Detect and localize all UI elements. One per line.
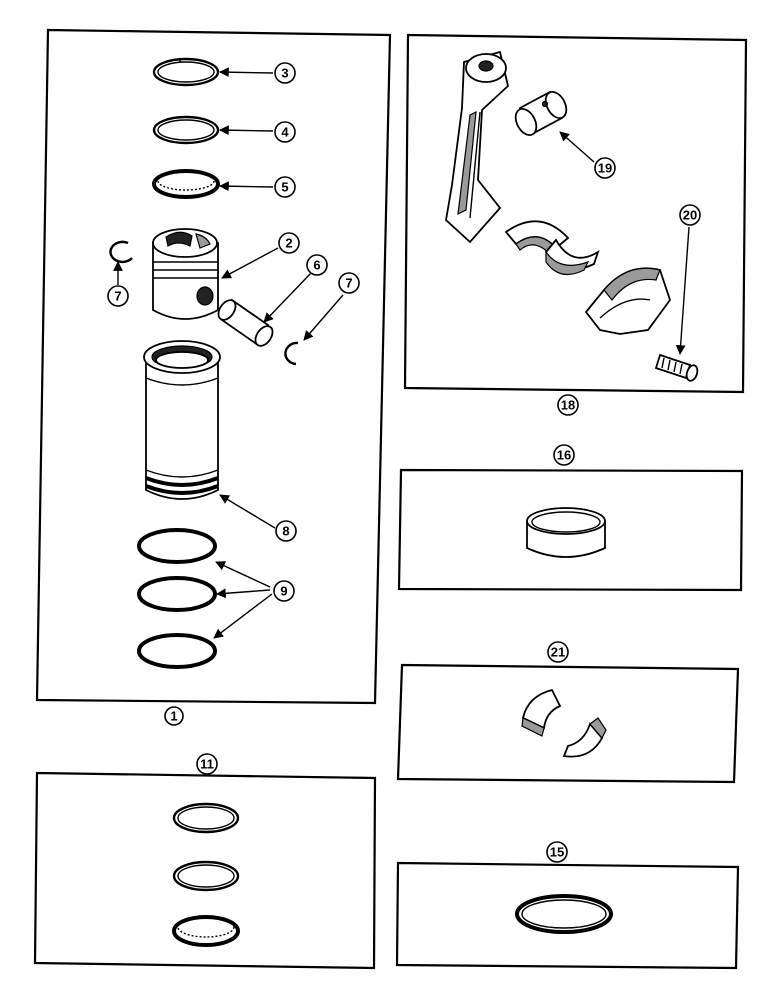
- panel-15-frame: [395, 861, 740, 970]
- bearing-halves-21: [521, 688, 607, 758]
- rod-cap: [584, 267, 672, 335]
- callout-3-label: 3: [281, 66, 288, 81]
- callout-19: 19: [594, 157, 616, 179]
- pin-bushing-19: [514, 90, 568, 136]
- callout-8: 8: [275, 520, 297, 542]
- snap-ring-7-left: [109, 240, 133, 285]
- callout-11-label: 11: [200, 757, 214, 772]
- panel-piston-ring-set: [33, 771, 377, 970]
- callout-3: 3: [274, 62, 296, 84]
- callout-20-label: 20: [683, 208, 697, 223]
- callout-21-label: 21: [551, 645, 565, 660]
- bushing-16: [526, 507, 606, 558]
- callout-9: 9: [273, 580, 295, 602]
- callout-21: 21: [547, 641, 569, 663]
- callout-6-label: 6: [313, 258, 320, 273]
- callout-15: 15: [546, 841, 568, 863]
- panel-1-frame: [35, 28, 392, 705]
- connecting-rod: [445, 50, 509, 244]
- callout-5: 5: [274, 176, 296, 198]
- callout-4-label: 4: [281, 125, 289, 140]
- panel-bearing-halves: [396, 663, 740, 784]
- callout-7-left: 7: [107, 285, 129, 307]
- seal-ring-15: [515, 894, 613, 934]
- panel-21-frame: [396, 663, 740, 784]
- callout-7-right: 7: [338, 272, 360, 294]
- panel-seal-ring: [395, 861, 740, 970]
- callout-2: 2: [278, 232, 300, 254]
- callout-15-label: 15: [550, 845, 564, 860]
- piston-pin-6: [217, 298, 274, 347]
- panel-bushing: [397, 468, 744, 592]
- callout-7-left-label: 7: [114, 289, 121, 304]
- piston-ring-4: [152, 115, 220, 145]
- o-rings-9: [137, 528, 217, 669]
- callout-2-label: 2: [285, 236, 292, 251]
- callout-9-label: 9: [280, 584, 287, 599]
- oil-ring-5: [152, 169, 220, 199]
- snap-ring-7-right: [284, 341, 299, 366]
- panel-piston-liner-kit: [35, 28, 392, 705]
- callout-1-label: 1: [170, 709, 177, 724]
- callout-16-label: 16: [557, 448, 571, 463]
- panel-16-frame: [397, 468, 744, 592]
- callout-5-label: 5: [281, 180, 288, 195]
- callout-8-label: 8: [282, 524, 289, 539]
- callout-18: 18: [557, 394, 579, 416]
- callout-16: 16: [553, 444, 575, 466]
- rod-bearing-halves: [504, 220, 600, 276]
- cylinder-sleeve-8: [143, 340, 221, 500]
- callout-20: 20: [679, 204, 701, 226]
- panel-11-frame: [33, 771, 377, 970]
- piston-ring-3: [152, 57, 220, 87]
- callout-4: 4: [274, 121, 296, 143]
- callout-18-label: 18: [561, 398, 575, 413]
- callout-1: 1: [164, 706, 184, 726]
- piston-2: [152, 228, 219, 320]
- callout-6: 6: [306, 254, 328, 276]
- callout-7-right-label: 7: [345, 276, 352, 291]
- callout-11: 11: [196, 753, 218, 775]
- callout-19-label: 19: [598, 161, 612, 176]
- panel-connecting-rod: [403, 33, 748, 394]
- panel-18-frame: [403, 33, 748, 394]
- rod-bolt-20: [654, 353, 699, 382]
